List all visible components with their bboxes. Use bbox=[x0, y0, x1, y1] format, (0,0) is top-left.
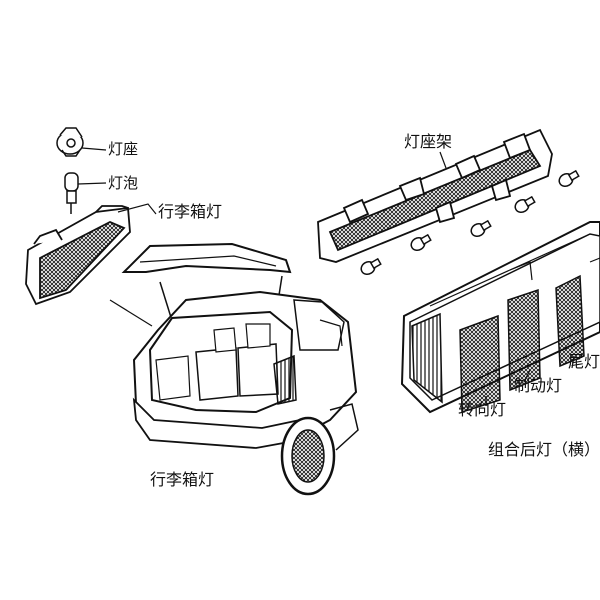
bulb-label: 灯泡 bbox=[108, 174, 139, 192]
trunk-light-label-bottom: 行李箱灯 bbox=[150, 470, 215, 489]
lamp-socket-drawing bbox=[56, 127, 84, 157]
frame-leader bbox=[439, 151, 447, 169]
trunk-light-leader-inner bbox=[109, 299, 153, 327]
turn-signal-label: 转向灯 bbox=[458, 400, 507, 419]
bulb-leader bbox=[77, 182, 107, 185]
lamp-holder-frame-label: 灯座架 bbox=[404, 132, 453, 151]
brake-light-label: 制动灯 bbox=[514, 376, 563, 395]
frame-bulbs bbox=[360, 169, 580, 276]
combo-rear-light-label: 组合后灯（横） bbox=[488, 440, 600, 459]
lamp-socket-label: 灯座 bbox=[108, 140, 139, 158]
bulb-drawing bbox=[64, 172, 79, 214]
trunk-light-label-top: 行李箱灯 bbox=[158, 202, 223, 221]
socket-leader bbox=[81, 147, 107, 151]
tail-leader bbox=[571, 355, 575, 369]
car-drawing bbox=[121, 242, 359, 496]
lamp-holder-frame-drawing bbox=[317, 128, 553, 263]
trunk-lamp-drawing bbox=[25, 205, 131, 306]
trunk-lamp-leader bbox=[117, 203, 157, 215]
brake-leader bbox=[523, 369, 531, 383]
combo-rear-light-drawing bbox=[400, 221, 600, 414]
tail-light-label: 尾灯 bbox=[568, 352, 600, 371]
